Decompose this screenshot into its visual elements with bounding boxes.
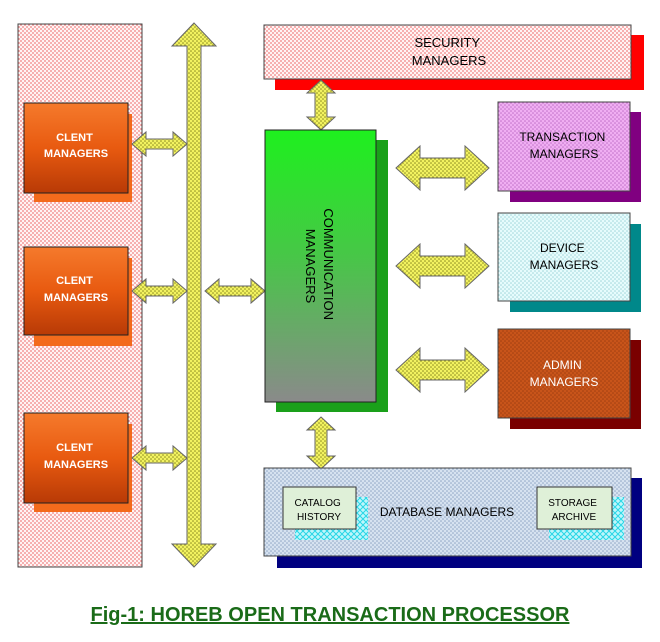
database-managers: DATABASE MANAGERS CATALOG HISTORY STORAG… [263, 467, 642, 568]
bus-arrow [170, 22, 218, 568]
storage-label: STORAGE ARCHIVE [548, 498, 600, 523]
security-managers: SECURITY MANAGERS [263, 24, 644, 90]
database-label: DATABASE MANAGERS [380, 505, 514, 519]
client-bus-arrow-2 [131, 277, 188, 305]
client-manager-label: CLENT MANAGERS [44, 132, 108, 160]
client-manager-1: CLENT MANAGERS [23, 102, 132, 202]
bus-comm-arrow [204, 277, 266, 305]
client-manager-label: CLENT MANAGERS [44, 275, 108, 304]
device-label: DEVICE MANAGERS [530, 241, 599, 272]
client-bus-arrow-3 [131, 444, 188, 472]
communication-label: COMMUNICATION MANAGERS [303, 208, 336, 323]
storage-archive: STORAGE ARCHIVE [536, 486, 624, 540]
comm-transaction-arrow [395, 144, 490, 192]
figure-caption: Fig-1: HOREB OPEN TRANSACTION PROCESSOR [90, 604, 570, 626]
catalog-history: CATALOG HISTORY [282, 486, 368, 540]
communication-managers: COMMUNICATION MANAGERS [264, 129, 388, 412]
client-manager-2: CLENT MANAGERS [23, 246, 132, 346]
comm-device-arrow [395, 242, 490, 290]
device-managers: DEVICE MANAGERS [497, 212, 641, 312]
comm-admin-arrow [395, 346, 490, 394]
transaction-label: TRANSACTION MANAGERS [519, 130, 608, 161]
comm-database-arrow [305, 416, 337, 470]
client-bus-arrow-1 [131, 130, 188, 158]
security-label: SECURITY MANAGERS [412, 35, 487, 68]
admin-label: ADMIN MANAGERS [530, 358, 599, 389]
client-manager-label: CLENT MANAGERS [44, 442, 108, 471]
catalog-label: CATALOG HISTORY [294, 498, 343, 523]
admin-managers: ADMIN MANAGERS [497, 328, 641, 429]
transaction-managers: TRANSACTION MANAGERS [497, 101, 641, 202]
architecture-diagram: CLENT MANAGERS CLENT MANAGERS CLENT MANA… [17, 22, 644, 568]
client-manager-3: CLENT MANAGERS [23, 412, 132, 512]
